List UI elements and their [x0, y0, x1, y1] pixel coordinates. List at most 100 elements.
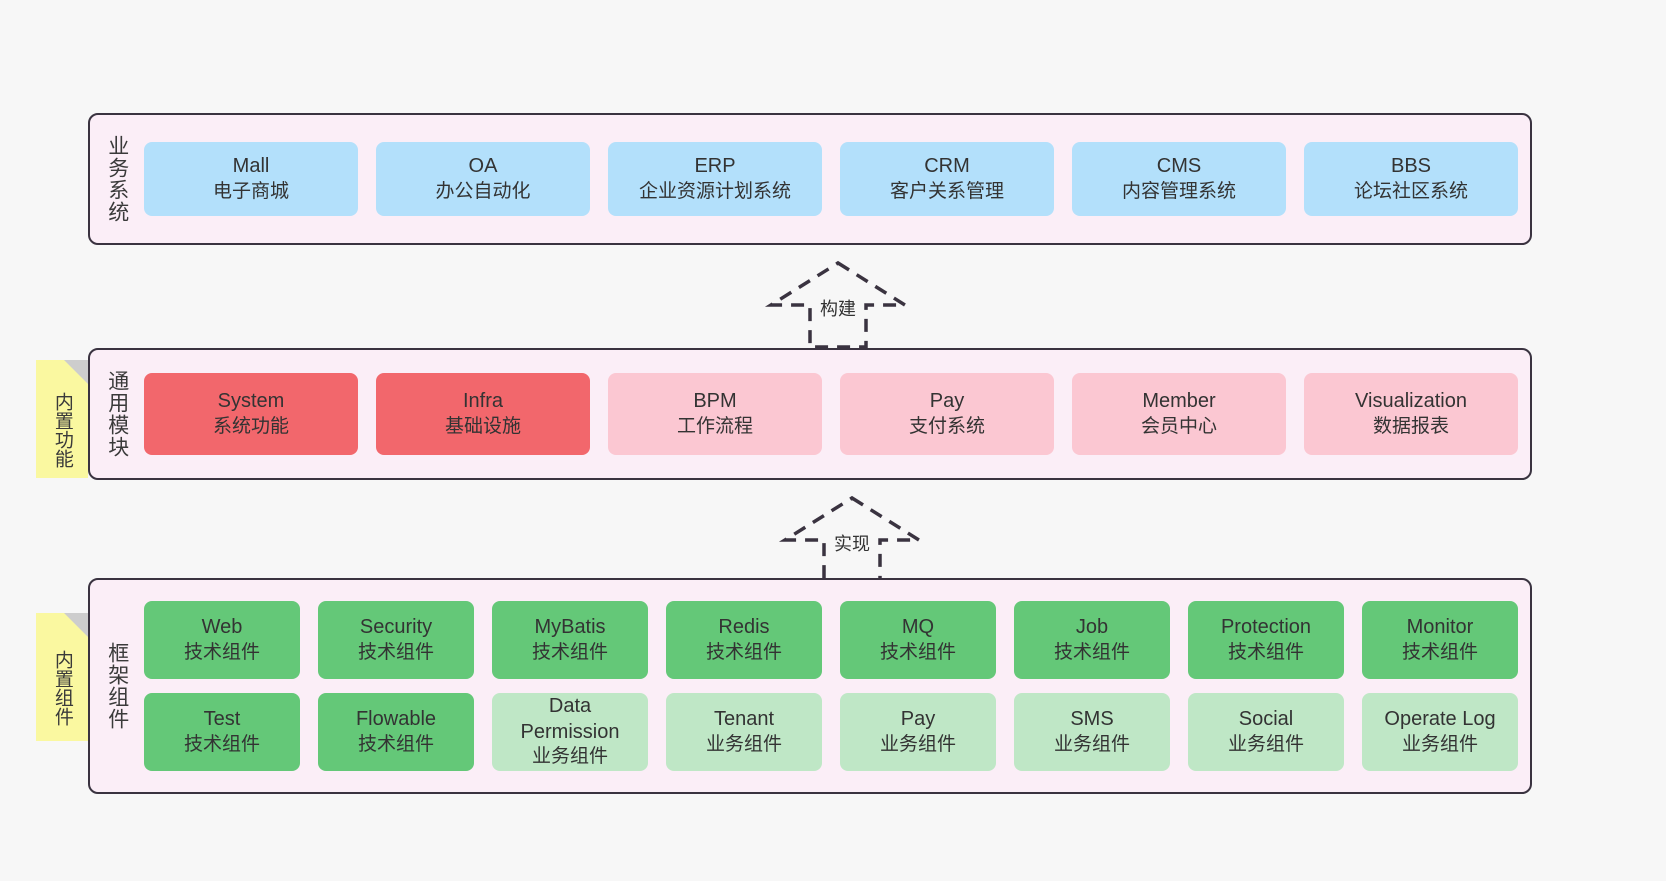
card-flowable[interactable]: Flowable 技术组件	[318, 693, 474, 771]
connector-build-shape	[764, 260, 912, 349]
card-subtitle: 企业资源计划系统	[638, 180, 791, 202]
card-subtitle: 电子商城	[212, 180, 289, 202]
layer-business-system: 业务系统 Mall 电子商城 OA 办公自动化 ERP 企业资源计划系统 CRM…	[88, 113, 1532, 245]
card-title: Pay	[900, 708, 936, 731]
layer-general-module: 通用模块 System 系统功能 Infra 基础设施 BPM 工作流程 Pay…	[88, 348, 1532, 480]
card-title: Operate Log	[1384, 708, 1496, 731]
card-protection[interactable]: Protection 技术组件	[1188, 601, 1344, 679]
card-title: Web	[201, 616, 243, 639]
card-title: MQ	[901, 616, 935, 639]
card-title: MyBatis	[534, 616, 606, 639]
card-title: Mall	[232, 155, 270, 178]
card-row: Test 技术组件 Flowable 技术组件 Data Permission …	[144, 693, 1518, 771]
card-mybatis[interactable]: MyBatis 技术组件	[492, 601, 648, 679]
card-mq[interactable]: MQ 技术组件	[840, 601, 996, 679]
card-title: BPM	[693, 390, 737, 413]
card-title: Pay	[929, 390, 965, 413]
layer-body-general-module: System 系统功能 Infra 基础设施 BPM 工作流程 Pay 支付系统…	[144, 350, 1530, 478]
card-mall[interactable]: Mall 电子商城	[144, 142, 358, 216]
card-subtitle: 技术组件	[879, 641, 956, 663]
card-row: Web 技术组件 Security 技术组件 MyBatis 技术组件 Redi…	[144, 601, 1518, 679]
card-title: Protection	[1220, 616, 1312, 639]
card-system[interactable]: System 系统功能	[144, 373, 358, 455]
card-job[interactable]: Job 技术组件	[1014, 601, 1170, 679]
card-title: Tenant	[713, 708, 775, 731]
card-title: Redis	[718, 616, 770, 639]
card-sms[interactable]: SMS 业务组件	[1014, 693, 1170, 771]
fold-corner-icon	[64, 613, 88, 637]
card-subtitle: 业务组件	[705, 733, 782, 755]
sticky-note-builtin-features: 内置功能	[36, 360, 88, 478]
card-subtitle: 基础设施	[444, 415, 521, 437]
card-subtitle: 技术组件	[357, 733, 434, 755]
card-subtitle: 技术组件	[531, 641, 608, 663]
card-row: System 系统功能 Infra 基础设施 BPM 工作流程 Pay 支付系统…	[144, 373, 1518, 455]
card-title: Member	[1142, 390, 1216, 413]
card-title: Monitor	[1406, 616, 1474, 639]
card-data-permission[interactable]: Data Permission 业务组件	[492, 693, 648, 771]
card-subtitle: 客户关系管理	[889, 180, 1004, 202]
card-title: Social	[1238, 708, 1294, 731]
card-subtitle: 工作流程	[676, 415, 753, 437]
card-bpm[interactable]: BPM 工作流程	[608, 373, 822, 455]
layer-title-business-system: 业务系统	[105, 135, 129, 223]
card-test[interactable]: Test 技术组件	[144, 693, 300, 771]
card-title: System	[217, 390, 285, 413]
card-title: Test	[203, 708, 241, 731]
sticky-note-label: 内置组件	[51, 650, 73, 726]
card-monitor[interactable]: Monitor 技术组件	[1362, 601, 1518, 679]
card-pay-module[interactable]: Pay 支付系统	[840, 373, 1054, 455]
card-social[interactable]: Social 业务组件	[1188, 693, 1344, 771]
card-subtitle: 业务组件	[531, 746, 608, 768]
card-title: OA	[468, 155, 498, 178]
card-subtitle: 业务组件	[1401, 733, 1478, 755]
sticky-note-label: 内置功能	[51, 392, 73, 468]
card-subtitle: 技术组件	[1401, 641, 1478, 663]
card-bbs[interactable]: BBS 论坛社区系统	[1304, 142, 1518, 216]
card-security[interactable]: Security 技术组件	[318, 601, 474, 679]
card-subtitle: 数据报表	[1372, 415, 1449, 437]
card-title: SMS	[1070, 708, 1114, 731]
card-title: Infra	[462, 390, 504, 413]
card-subtitle: 论坛社区系统	[1353, 180, 1468, 202]
connector-build: 构建	[763, 257, 913, 353]
card-title: BBS	[1390, 155, 1432, 178]
card-pay-component[interactable]: Pay 业务组件	[840, 693, 996, 771]
card-oa[interactable]: OA 办公自动化	[376, 142, 590, 216]
card-member[interactable]: Member 会员中心	[1072, 373, 1286, 455]
card-title: Flowable	[355, 708, 437, 731]
layer-body-framework-component: Web 技术组件 Security 技术组件 MyBatis 技术组件 Redi…	[144, 580, 1530, 792]
card-subtitle: 业务组件	[1227, 733, 1304, 755]
layer-framework-component: 框架组件 Web 技术组件 Security 技术组件 MyBatis 技术组件…	[88, 578, 1532, 794]
card-redis[interactable]: Redis 技术组件	[666, 601, 822, 679]
layer-body-business-system: Mall 电子商城 OA 办公自动化 ERP 企业资源计划系统 CRM 客户关系…	[144, 115, 1530, 243]
layer-title-general-module: 通用模块	[105, 370, 129, 458]
card-infra[interactable]: Infra 基础设施	[376, 373, 590, 455]
card-subtitle: 技术组件	[1053, 641, 1130, 663]
card-subtitle: 会员中心	[1140, 415, 1217, 437]
card-subtitle: 业务组件	[879, 733, 956, 755]
card-title: ERP	[694, 155, 736, 178]
card-subtitle: 技术组件	[183, 641, 260, 663]
card-crm[interactable]: CRM 客户关系管理	[840, 142, 1054, 216]
card-subtitle: 技术组件	[705, 641, 782, 663]
card-title: Data Permission	[520, 695, 620, 743]
card-subtitle: 技术组件	[357, 641, 434, 663]
card-web[interactable]: Web 技术组件	[144, 601, 300, 679]
card-erp[interactable]: ERP 企业资源计划系统	[608, 142, 822, 216]
card-title: CRM	[924, 155, 970, 178]
card-title: Visualization	[1355, 390, 1467, 413]
card-subtitle: 办公自动化	[435, 180, 531, 202]
layer-title-framework-component: 框架组件	[105, 642, 129, 730]
card-title: Job	[1075, 616, 1109, 639]
card-cms[interactable]: CMS 内容管理系统	[1072, 142, 1286, 216]
connector-build-label: 构建	[820, 299, 856, 319]
card-title: Security	[359, 616, 433, 639]
card-visualization[interactable]: Visualization 数据报表	[1304, 373, 1518, 455]
connector-implement-label: 实现	[834, 534, 870, 554]
card-operate-log[interactable]: Operate Log 业务组件	[1362, 693, 1518, 771]
connector-implement: 实现	[777, 492, 927, 588]
card-title: CMS	[1156, 155, 1202, 178]
card-tenant[interactable]: Tenant 业务组件	[666, 693, 822, 771]
